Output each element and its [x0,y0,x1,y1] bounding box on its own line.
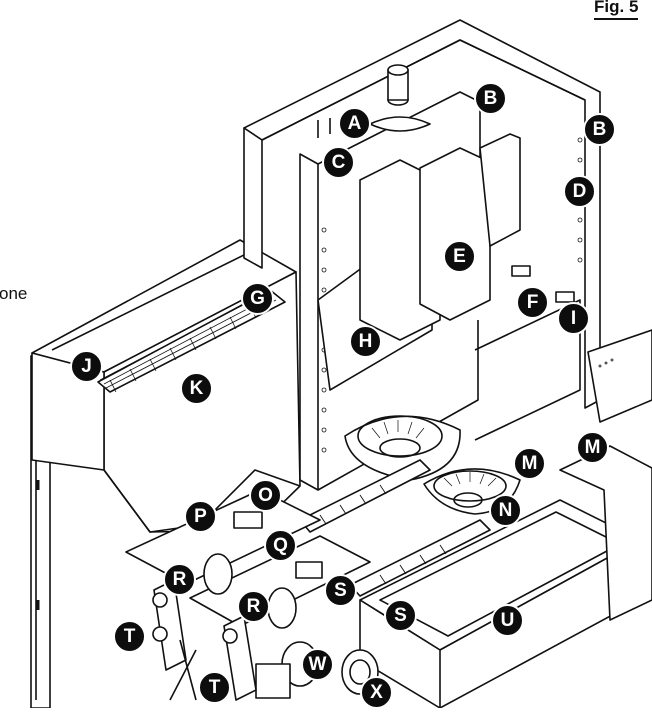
callout-m: M [576,431,609,464]
callout-b: B [583,113,616,146]
callout-q: Q [264,529,297,562]
callout-g: G [241,282,274,315]
callout-p: P [184,500,217,533]
figure-title: Fig. 5 [594,0,639,20]
callout-c: C [322,146,355,179]
callout-r: R [237,590,270,623]
callout-d: D [563,175,596,208]
callout-u: U [491,604,524,637]
side-text: one [0,284,28,303]
callout-s: S [324,574,357,607]
callout-b: B [474,82,507,115]
callout-j: J [70,350,103,383]
bowl-large [344,415,461,481]
callout-o: O [249,479,282,512]
callout-t: T [198,671,231,704]
callout-s: S [384,599,417,632]
callout-n: N [489,494,522,527]
callout-f: F [516,286,549,319]
callout-w: W [301,648,334,681]
callout-a: A [338,107,371,140]
callout-h: H [349,325,382,358]
callout-m: M [513,447,546,480]
callout-k: K [180,372,213,405]
callout-e: E [443,240,476,273]
callout-i: I [557,302,590,335]
callout-t: T [113,620,146,653]
callout-x: X [360,676,393,709]
callout-r: R [163,563,196,596]
